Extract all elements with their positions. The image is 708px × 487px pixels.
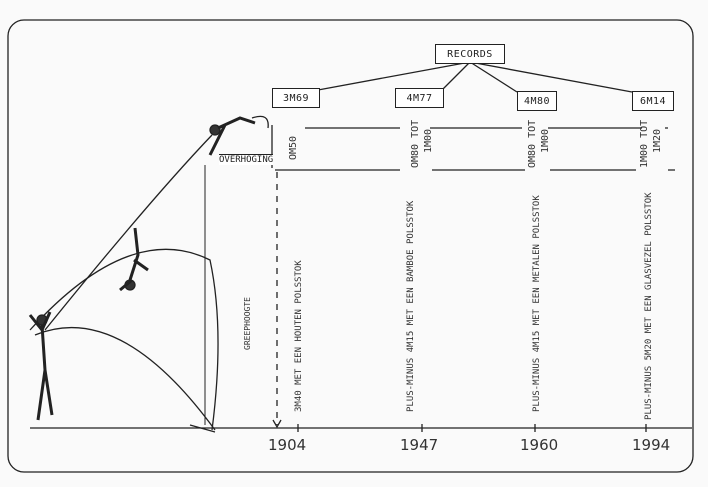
year-1960: 1960	[520, 436, 559, 454]
pole-1904: 3M40 MET EEN HOUTEN POLSSTOK	[294, 260, 304, 412]
year-1994: 1994	[632, 436, 671, 454]
pole-box	[189, 424, 216, 433]
greephoogte-label: GREEPHOOGTE	[243, 297, 252, 350]
record-height-1947: 4M77	[395, 88, 444, 108]
record-height-1994: 6M14	[632, 91, 674, 111]
gain-1904: OM50	[288, 135, 299, 160]
year-1947: 1947	[400, 436, 439, 454]
pole-1994: PLUS-MINUS 5M20 MET EEN GLASVEZEL POLSST…	[644, 192, 654, 420]
record-height-1904: 3M69	[272, 88, 320, 108]
pole-1960: PLUS-MINUS 4M15 MET EEN METALEN POLSSTOK	[532, 195, 542, 412]
tree-connectors	[317, 61, 633, 93]
frame-border	[7, 19, 694, 473]
records-title-box: RECORDS	[435, 44, 505, 64]
athlete-figures	[28, 115, 273, 421]
year-ticks	[297, 424, 647, 432]
record-height-1960: 4M80	[517, 91, 557, 111]
gain-1960: OM80 TOT	[527, 119, 538, 168]
year-1904: 1904	[268, 436, 307, 454]
overhoging-label: OVERHOGING	[219, 154, 274, 165]
pole-bend	[34, 327, 216, 431]
gain2-1947: 1M00	[423, 128, 434, 153]
vault-arc	[29, 248, 219, 431]
gain-1994: 1M00 TOT	[639, 119, 650, 168]
gain2-1994: 1M20	[652, 128, 663, 153]
pole-1947: PLUS-MINUS 4M15 MET EEN BAMBOE POLSSTOK	[406, 200, 416, 412]
gain2-1960: 1M00	[540, 128, 551, 153]
grip-arrow	[272, 419, 282, 429]
gain-1947: OM80 TOT	[410, 119, 421, 168]
trajectory	[44, 134, 213, 331]
